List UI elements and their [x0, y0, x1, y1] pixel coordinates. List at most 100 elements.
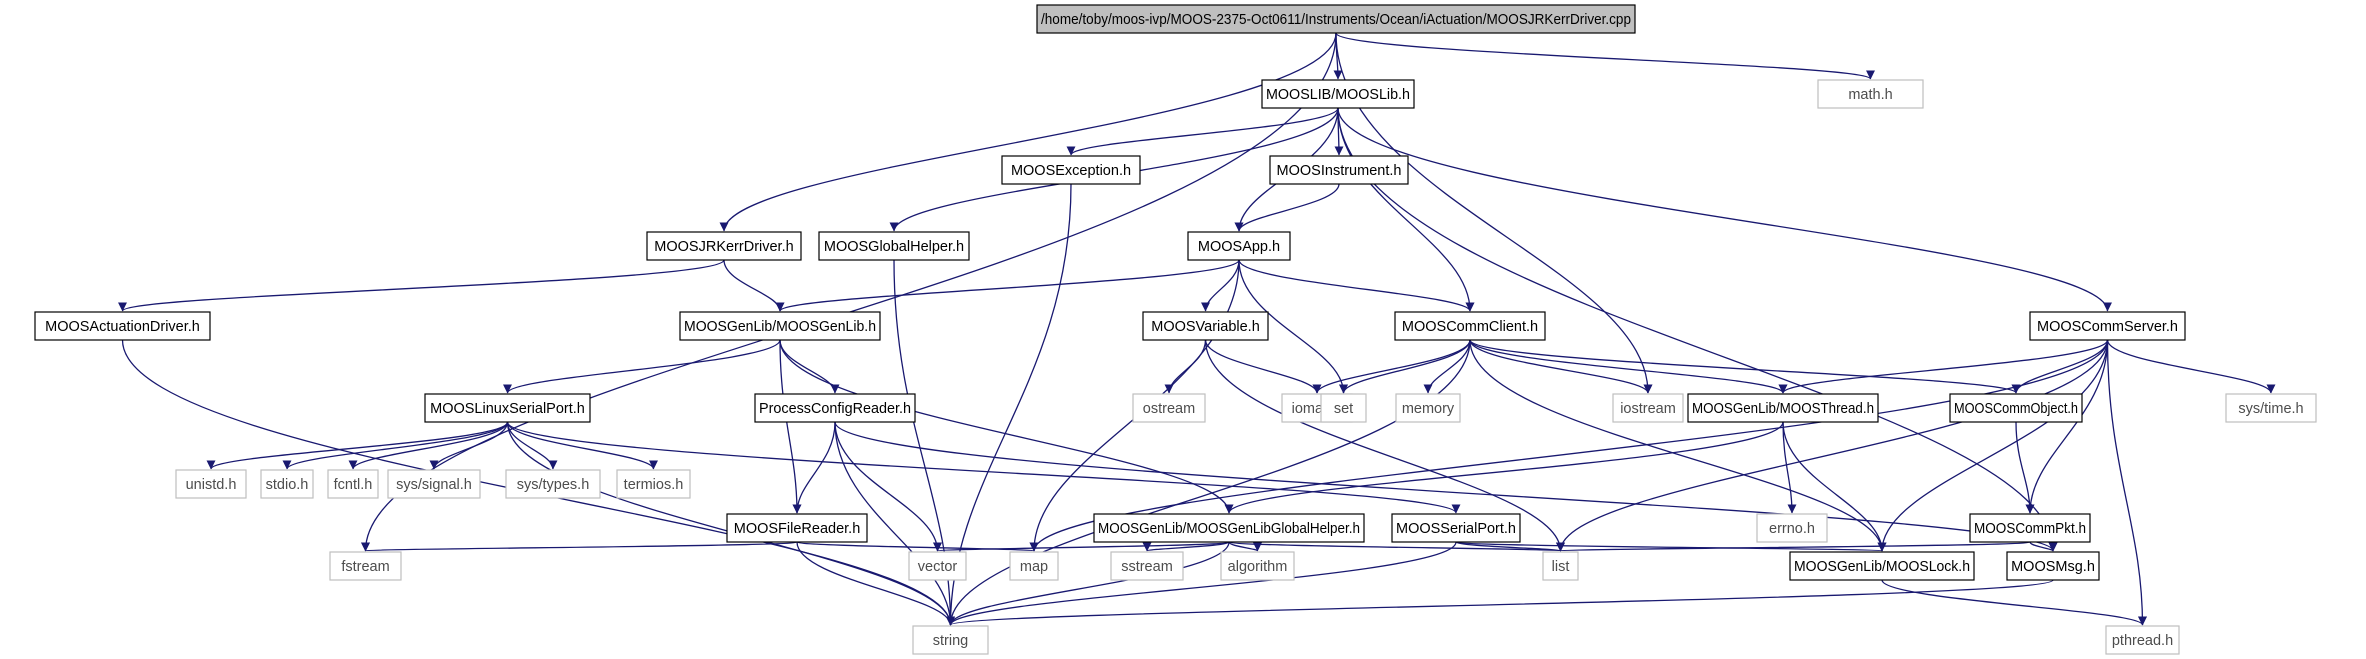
node-label: ostream: [1143, 401, 1195, 417]
node-label: MOOSSerialPort.h: [1396, 521, 1516, 537]
edge-genlibglobal-to-sstream: [1142, 541, 1230, 552]
edge-processconfig-to-filereader: [792, 421, 836, 514]
node-label: map: [1020, 559, 1048, 575]
node-label: stdio.h: [266, 477, 309, 493]
node-label: MOOSApp.h: [1198, 239, 1280, 255]
node-moosgenlib-moosthread-h[interactable]: MOOSGenLib/MOOSThread.h: [1687, 393, 1879, 423]
node-label: MOOSCommPkt.h: [1974, 521, 2086, 537]
node-memory: memory: [1395, 393, 1461, 423]
node-label: iostream: [1620, 401, 1676, 417]
node-mooscommserver-h[interactable]: MOOSCommServer.h: [2029, 311, 2186, 341]
node-box: [175, 469, 247, 499]
node-layer: /home/toby/moos-ivp/MOOS-2375-Oct0611/In…: [34, 4, 2317, 655]
edge-genlibglobal-to-vector: [934, 541, 1230, 552]
node-label: algorithm: [1228, 559, 1288, 575]
edge-commserver-to-commpkt: [2025, 339, 2109, 514]
node-math-h: math.h: [1817, 79, 1924, 109]
node-moosgenlib-moosgenlibglobalhelper-h[interactable]: MOOSGenLib/MOOSGenLibGlobalHelper.h: [1093, 513, 1365, 543]
node-moosglobalhelper-h[interactable]: MOOSGlobalHelper.h: [818, 231, 970, 261]
node-fstream: fstream: [329, 551, 402, 581]
edge-serialport-to-lock: [1455, 541, 1886, 552]
node-label: fcntl.h: [334, 477, 373, 493]
node-box: [1110, 551, 1184, 581]
node-label: math.h: [1848, 87, 1892, 103]
edge-linuxserial-to-serialport: [506, 421, 1461, 514]
node-mooscommobject-h[interactable]: MOOSCommObject.h: [1949, 393, 2083, 423]
edge-commclient-to-string: [946, 339, 1471, 626]
node-label: MOOSInstrument.h: [1277, 163, 1402, 179]
node-label: pthread.h: [2112, 633, 2173, 649]
edge-commpkt-to-moosmsg: [2029, 541, 2058, 552]
node-box: [34, 311, 211, 341]
node-mooslinuxserialport-h[interactable]: MOOSLinuxSerialPort.h: [424, 393, 591, 423]
node-label: sstream: [1121, 559, 1173, 575]
node-stdio-h: stdio.h: [260, 469, 314, 499]
node-box: [1132, 393, 1206, 423]
node-label: MOOSLIB/MOOSLib.h: [1266, 87, 1410, 103]
node-termios-h: termios.h: [616, 469, 691, 499]
node-pthread-h: pthread.h: [2105, 625, 2180, 655]
node-box: [1093, 513, 1365, 543]
node-box: [1391, 513, 1521, 543]
node-algorithm: algorithm: [1220, 551, 1295, 581]
node-box: [616, 469, 691, 499]
node-home-toby-moos-ivp-moos-2375-oct0611-instruments-ocean-iactuation-moosjrkerrdriver-cpp[interactable]: /home/toby/moos-ivp/MOOS-2375-Oct0611/In…: [1036, 4, 1636, 34]
node-box: [2105, 625, 2180, 655]
edge-variable-to-list: [1204, 339, 1565, 552]
edge-linuxserial-to-unistd: [206, 421, 509, 470]
edge-commclient-to-set: [1339, 339, 1471, 394]
edge-variable-to-iomanip: [1204, 339, 1322, 394]
edge-genlibglobal-to-list: [1228, 541, 1564, 552]
node-label: MOOSException.h: [1011, 163, 1131, 179]
node-box: [1969, 513, 2091, 543]
node-processconfigreader-h[interactable]: ProcessConfigReader.h: [754, 393, 916, 423]
node-label: sys/types.h: [517, 477, 590, 493]
edge-moosmsg-to-string: [946, 579, 2054, 626]
node-label: MOOSGlobalHelper.h: [824, 239, 964, 255]
edge-moosapp-to-variable: [1201, 259, 1240, 312]
node-label: MOOSGenLib/MOOSThread.h: [1692, 401, 1874, 417]
edge-commclient-to-lock: [1469, 339, 1887, 552]
edge-mooslib-to-exception: [1066, 107, 1339, 156]
node-moosapp-h[interactable]: MOOSApp.h: [1187, 231, 1291, 261]
node-mooslib-mooslib-h[interactable]: MOOSLIB/MOOSLib.h: [1261, 79, 1415, 109]
node-ostream: ostream: [1132, 393, 1206, 423]
node-box: [1395, 393, 1461, 423]
node-moosjrkerrdriver-h[interactable]: MOOSJRKerrDriver.h: [646, 231, 802, 261]
edge-genlib-to-processconfig: [779, 339, 840, 394]
node-box: [1817, 79, 1924, 109]
edge-instrument-to-moosapp: [1234, 183, 1340, 232]
edge-genlibglobal-to-algorithm: [1228, 541, 1262, 552]
node-box: [1949, 393, 2083, 423]
node-mooscommpkt-h[interactable]: MOOSCommPkt.h: [1969, 513, 2091, 543]
node-moosgenlib-mooslock-h[interactable]: MOOSGenLib/MOOSLock.h: [1789, 551, 1975, 581]
node-moosfilereader-h[interactable]: MOOSFileReader.h: [726, 513, 868, 543]
node-box: [1612, 393, 1684, 423]
node-label: unistd.h: [186, 477, 237, 493]
edge-root-to-jrkerr: [719, 32, 1337, 232]
edge-filereader-to-fstream: [362, 541, 798, 552]
node-box: [1009, 551, 1059, 581]
node-label: MOOSVariable.h: [1151, 319, 1260, 335]
node-label: sys/signal.h: [396, 477, 472, 493]
edge-linuxserial-to-syssignal: [429, 421, 509, 470]
node-moosexception-h[interactable]: MOOSException.h: [1001, 155, 1141, 185]
node-moosmsg-h[interactable]: MOOSMsg.h: [2006, 551, 2100, 581]
node-label: /home/toby/moos-ivp/MOOS-2375-Oct0611/In…: [1041, 12, 1631, 28]
edge-commserver-to-systime: [2106, 339, 2276, 394]
node-moosvariable-h[interactable]: MOOSVariable.h: [1142, 311, 1269, 341]
edge-processconfig-to-string: [834, 421, 955, 626]
node-moosserialport-h[interactable]: MOOSSerialPort.h: [1391, 513, 1521, 543]
node-sstream: sstream: [1110, 551, 1184, 581]
node-moosgenlib-moosgenlib-h[interactable]: MOOSGenLib/MOOSGenLib.h: [679, 311, 881, 341]
node-mooscommclient-h[interactable]: MOOSCommClient.h: [1394, 311, 1546, 341]
node-box: [1756, 513, 1828, 543]
edge-processconfig-to-vector: [834, 421, 942, 552]
edge-genlib-to-filereader: [779, 339, 802, 514]
node-box: [912, 625, 989, 655]
edge-moosapp-to-genlib: [775, 259, 1240, 312]
node-label: MOOSCommObject.h: [1954, 401, 2078, 417]
node-moosactuationdriver-h[interactable]: MOOSActuationDriver.h: [34, 311, 211, 341]
node-moosinstrument-h[interactable]: MOOSInstrument.h: [1269, 155, 1409, 185]
